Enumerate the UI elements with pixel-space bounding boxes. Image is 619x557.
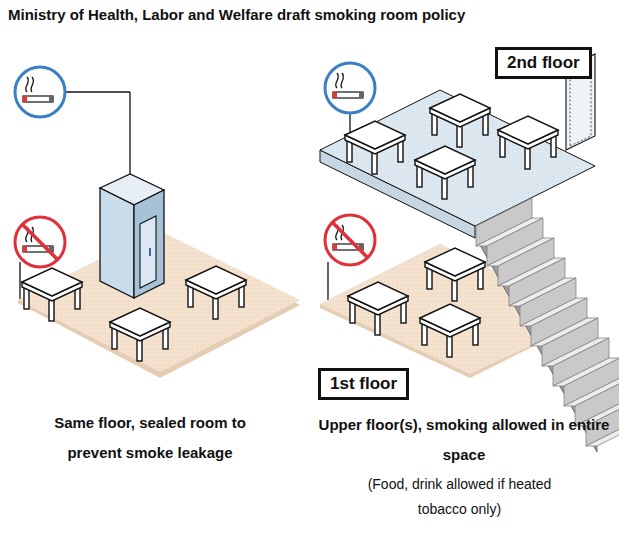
no-smoking-icon (325, 215, 375, 265)
smoking-icon (15, 67, 65, 117)
no-smoking-icon (15, 217, 65, 267)
same-floor-scene (15, 67, 300, 378)
smoking-icon (325, 63, 375, 113)
caption: Same floor, sealed room to prevent smoke… (30, 408, 270, 468)
note: (Food, drink allowed if heated tobacco o… (352, 472, 567, 522)
floor-label-box: 2nd floor (495, 47, 592, 79)
caption: Upper floor(s), smoking allowed in entir… (318, 410, 610, 470)
floor-label-box: 1st floor (318, 368, 409, 400)
title: Ministry of Health, Labor and Welfare dr… (8, 6, 465, 23)
upper-floor-scene (320, 54, 619, 452)
floor-label: 1st floor (330, 374, 397, 393)
floor-label: 2nd floor (507, 53, 580, 72)
